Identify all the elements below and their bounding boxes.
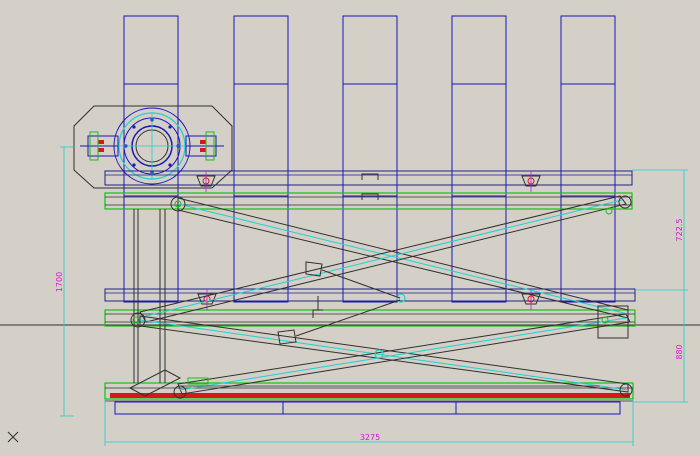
middle-frame [104,288,636,327]
upper-platform [104,170,633,210]
lower-scissor-arms [130,312,633,399]
upper-bracket-right [521,171,541,192]
dimension-labels: 1700 722.5 880 3275 [55,219,684,442]
middle-bracket-right [521,289,541,310]
ucs-x-icon [7,431,19,443]
tower-column-5 [560,15,616,303]
tower-column-3 [342,15,398,303]
dimension-overall-width: 3275 [360,433,380,442]
dimension-upper-height: 722.5 [675,219,684,242]
middle-center-clip [312,296,323,318]
upper-center-clip [361,173,379,200]
upper-scissor-arms [137,195,632,323]
upper-bracket-left [196,171,216,192]
dimension-lower-height: 880 [675,344,684,359]
tower-column-1 [123,15,179,303]
dimension-overall-height: 1700 [55,272,64,292]
upper-support-brackets [196,171,541,200]
pipe-clamp-assembly [73,105,233,189]
hydraulic-linkages [128,261,629,397]
tower-columns [123,15,616,303]
base-frame [104,382,634,415]
tower-column-4 [451,15,507,303]
dimension-lines [60,146,688,446]
tower-column-2 [233,15,289,303]
